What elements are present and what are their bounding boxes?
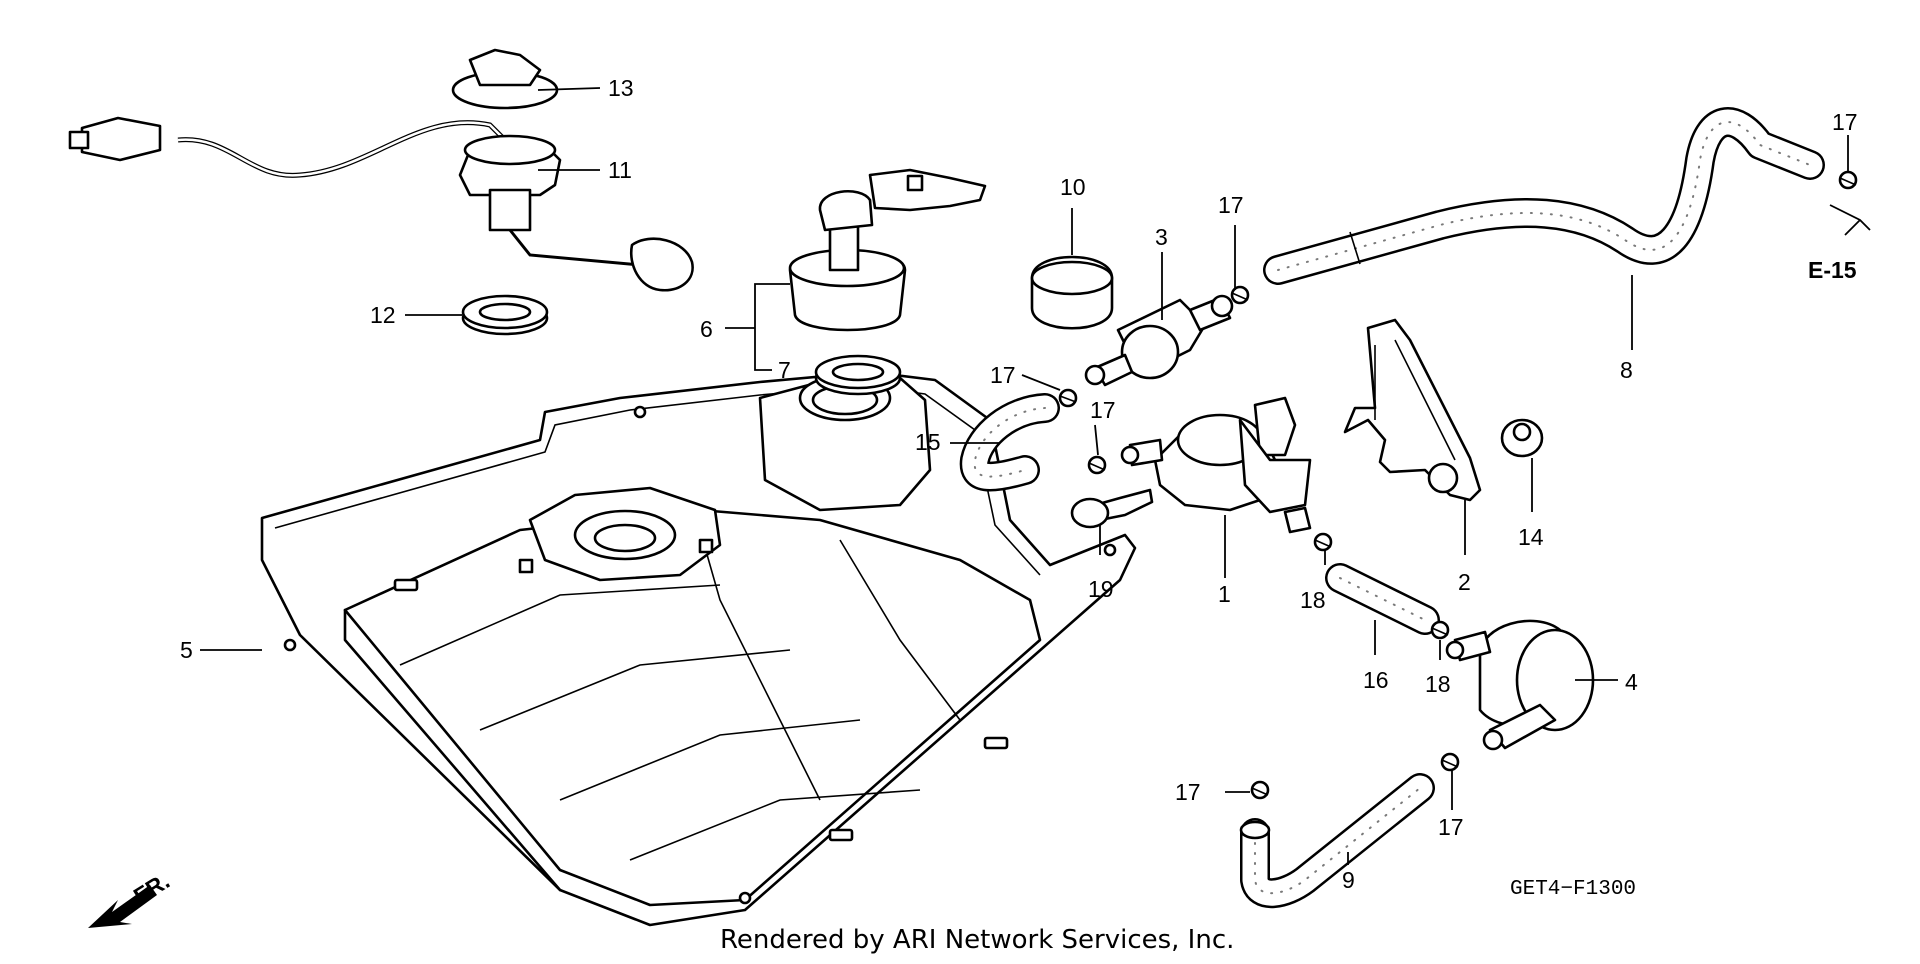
callout-14: 14: [1518, 524, 1544, 550]
pump-bracket[interactable]: [1343, 318, 1482, 502]
callout-8: 8: [1620, 357, 1633, 383]
callout-5: 5: [180, 637, 193, 663]
callout-17-top-mid: 17: [1218, 192, 1244, 218]
callout-17-upper-left: 17: [990, 362, 1016, 388]
fuel-filler-cap[interactable]: [788, 168, 987, 332]
fuel-hose-15[interactable]: [959, 393, 1060, 492]
callout-17-bottom-right: 17: [1438, 814, 1464, 840]
callout-17-mid: 17: [1090, 397, 1116, 423]
reference-e15[interactable]: E-15: [1808, 257, 1857, 283]
grommet[interactable]: [1500, 418, 1544, 458]
callout-17-top-right: 17: [1832, 109, 1858, 135]
hose-clip[interactable]: [1230, 285, 1250, 305]
callout-16: 16: [1363, 667, 1389, 693]
callout-12: 12: [370, 302, 396, 328]
fuel-tank[interactable]: [260, 370, 1137, 927]
fuel-pump[interactable]: [1120, 396, 1312, 534]
hose-clip[interactable]: [1440, 752, 1460, 772]
flange-bolt[interactable]: [1070, 488, 1154, 529]
callout-19: 19: [1088, 576, 1114, 602]
front-direction-arrow: FR.: [88, 868, 174, 928]
callout-9: 9: [1342, 867, 1355, 893]
callout-15: 15: [915, 429, 941, 455]
fuel-hose-16[interactable]: [1325, 563, 1440, 635]
callout-1: 1: [1218, 581, 1231, 607]
hose-clip[interactable]: [1313, 532, 1333, 552]
callout-18-right: 18: [1425, 671, 1451, 697]
band-sleeve[interactable]: [1030, 255, 1114, 330]
hose-clip[interactable]: [1250, 780, 1270, 800]
leader-lines: [200, 87, 1871, 865]
callout-11: 11: [608, 157, 632, 183]
hose-clip[interactable]: [1087, 455, 1107, 475]
callout-2: 2: [1458, 569, 1471, 595]
cap-gasket[interactable]: [814, 354, 902, 396]
vacuum-valve[interactable]: [1445, 619, 1595, 751]
packing-ring[interactable]: [461, 294, 549, 336]
callout-17-bottom-left: 17: [1175, 779, 1201, 805]
callout-18-left: 18: [1300, 587, 1326, 613]
fuel-level-sender[interactable]: [68, 116, 694, 292]
vacuum-hose-9[interactable]: [1239, 773, 1435, 909]
callout-labels: 13 11 12 5 6 7 10 3 17 17 15 17 19 1 18 …: [180, 75, 1858, 893]
callout-4: 4: [1625, 669, 1638, 695]
callout-7: 7: [778, 357, 791, 383]
setting-plate[interactable]: [451, 48, 559, 110]
fuel-filter[interactable]: [1084, 294, 1234, 387]
callout-3: 3: [1155, 224, 1168, 250]
hose-clip[interactable]: [1058, 388, 1078, 408]
render-credit: Rendered by ARI Network Services, Inc.: [720, 925, 1234, 955]
callout-6: 6: [700, 316, 713, 342]
callout-10: 10: [1060, 174, 1086, 200]
diagram-code: GET4−F1300: [1510, 878, 1636, 901]
breather-hose[interactable]: [1263, 107, 1825, 285]
hose-clip[interactable]: [1838, 170, 1858, 190]
hose-clip[interactable]: [1430, 620, 1450, 640]
callout-13: 13: [608, 75, 634, 101]
